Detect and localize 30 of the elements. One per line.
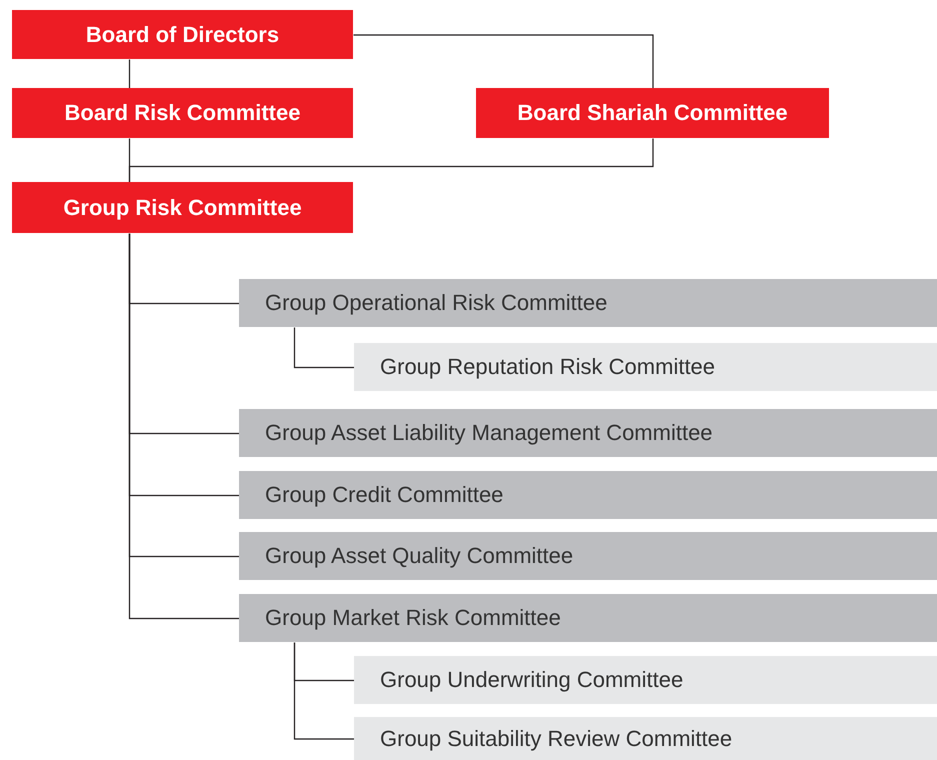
committee-box [239,532,937,580]
board-box [12,182,353,233]
node-label: Board of Directors [86,22,280,48]
node-label: Group Market Risk Committee [265,605,561,631]
node-label: Group Suitability Review Committee [380,726,732,752]
node-label: Group Operational Risk Committee [265,290,608,316]
connector-line [294,328,354,368]
node-label: Group Asset Quality Committee [265,543,574,569]
node-label: Group Credit Committee [265,482,504,508]
board-box [12,10,353,59]
node-label: Board Shariah Committee [517,100,788,126]
subcommittee-box [354,343,937,391]
subcommittee-box [354,656,937,704]
connector-line [294,642,354,740]
connector-line [128,60,130,88]
board-box [476,88,829,138]
node-label: Group Underwriting Committee [380,667,684,693]
node-label: Board Risk Committee [64,100,300,126]
connector-line [128,234,240,620]
connector-line [354,34,654,88]
committee-box [239,409,937,457]
committee-box [239,471,937,519]
committee-box [239,279,937,327]
subcommittee-box [354,717,937,760]
board-box [12,88,353,138]
node-label: Group Reputation Risk Committee [380,354,716,380]
committee-box [239,594,937,642]
node-label: Group Risk Committee [63,194,302,220]
connector-line [128,138,654,182]
node-label: Group Asset Liability Management Committee [265,420,713,446]
